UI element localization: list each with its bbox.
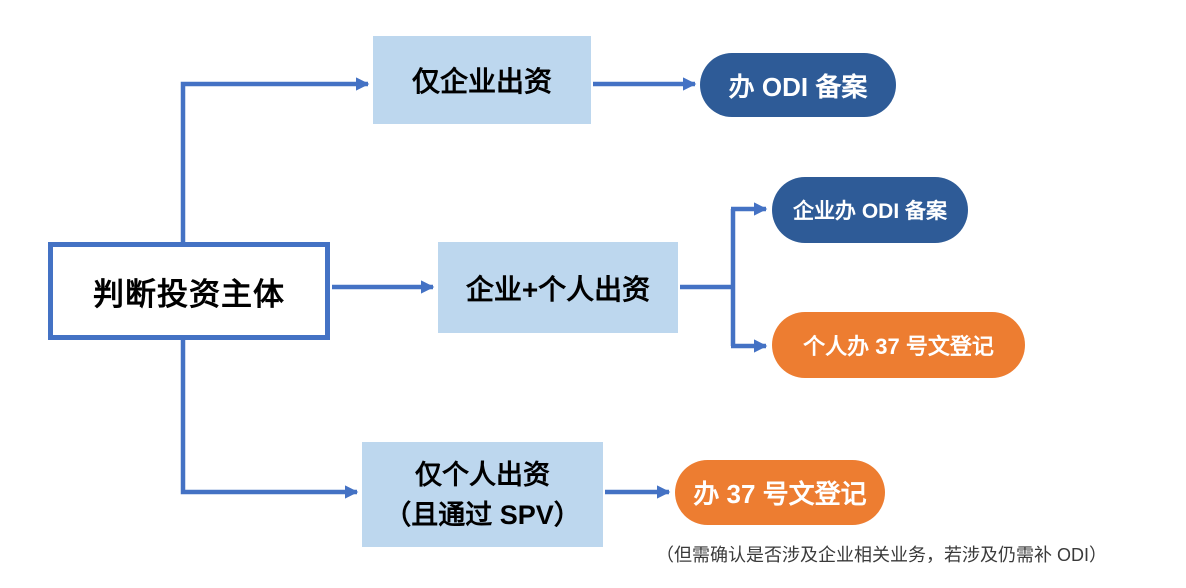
outcome-node-37-registration: 办 37 号文登记 (675, 460, 885, 525)
root-node-label: 判断投资主体 (93, 276, 285, 312)
outcome-node-odi-filing: 办 ODI 备案 (700, 53, 896, 117)
outcome-odi-filing-label: 办 ODI 备案 (728, 71, 868, 102)
branch-node-enterprise-only: 仅企业出资 (373, 36, 591, 124)
branch-enterprise-only-label: 仅企业出资 (411, 66, 552, 97)
outcome-node-enterprise-odi-filing: 企业办 ODI 备案 (772, 177, 968, 243)
branch-node-enterprise-plus-individual: 企业+个人出资 (438, 242, 678, 333)
outcome-enterprise-odi-filing-label: 企业办 ODI 备案 (792, 200, 947, 223)
branch-mixed-label: 企业+个人出资 (465, 273, 651, 305)
outcome-individual-37-registration-label: 个人办 37 号文登记 (803, 334, 994, 359)
connector-root-to-individual-only (180, 338, 359, 499)
connector-root-to-enterprise-only (180, 77, 370, 242)
branch-individual-only-label-line2: （且通过 SPV） (384, 499, 581, 530)
outcome-node-individual-37-registration: 个人办 37 号文登记 (772, 312, 1025, 378)
outcome-37-registration-label: 办 37 号文登记 (693, 479, 867, 509)
branch-individual-only-label-line1: 仅个人出资 (415, 459, 550, 490)
footnote-odi-caveat: （但需确认是否涉及企业相关业务，若涉及仍需补 ODI） (656, 545, 1107, 565)
root-node-investment-subject: 判断投资主体 (48, 242, 330, 340)
branch-node-individual-only: 仅个人出资 （且通过 SPV） (362, 442, 603, 547)
